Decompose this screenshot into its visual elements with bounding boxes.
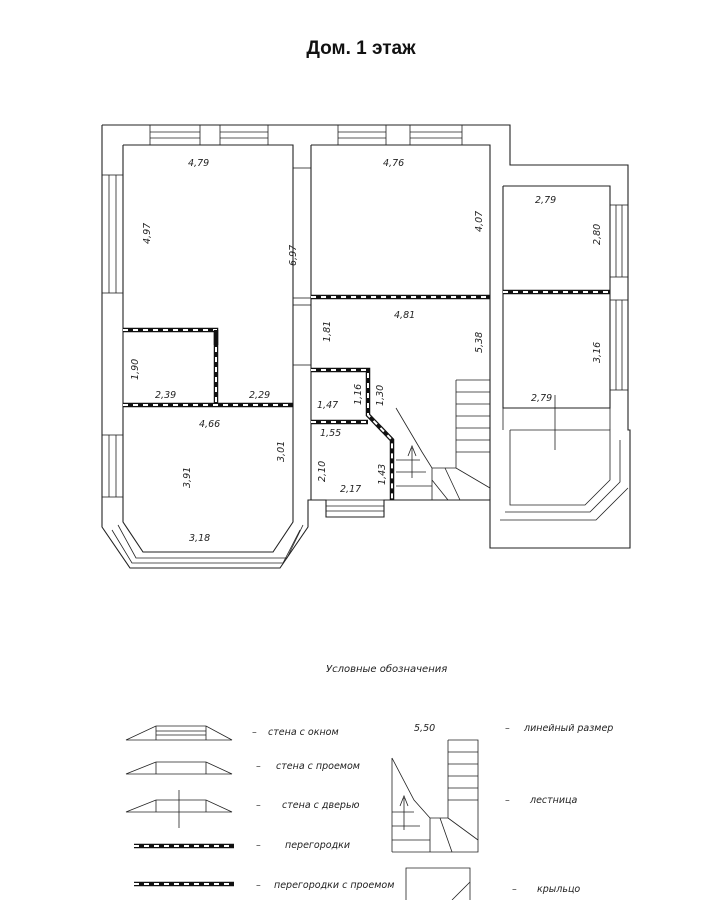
dim-label: 3,01 bbox=[276, 441, 287, 462]
dim-label: 1,55 bbox=[320, 428, 341, 439]
dim-label: 4,07 bbox=[474, 211, 485, 232]
legend-dash: – bbox=[505, 795, 510, 806]
legend-dash: – bbox=[512, 884, 517, 895]
dim-label: 4,76 bbox=[383, 158, 404, 169]
legend-dash: – bbox=[256, 761, 261, 772]
dim-label: 2,39 bbox=[155, 390, 176, 401]
dim-label: 2,79 bbox=[531, 393, 552, 404]
dim-label: 1,43 bbox=[377, 464, 388, 485]
dimension-labels: 4,79 4,97 6,97 4,76 4,07 2,79 2,80 1,81 … bbox=[130, 158, 603, 544]
windows bbox=[101, 124, 629, 518]
dim-label: 1,30 bbox=[375, 385, 386, 406]
dim-label: 4,97 bbox=[142, 223, 153, 244]
dim-label: 1,90 bbox=[130, 359, 141, 380]
legend-stairs-symbol bbox=[391, 739, 479, 853]
legend-door-symbol bbox=[125, 790, 233, 828]
legend-label-door: стена с дверью bbox=[282, 800, 360, 811]
legend-window-symbol bbox=[125, 725, 233, 741]
dim-label: 3,91 bbox=[182, 467, 193, 488]
dim-label: 4,66 bbox=[199, 419, 220, 430]
legend-dash: – bbox=[252, 727, 257, 738]
dim-label: 2,10 bbox=[317, 461, 328, 482]
dim-label: 1,81 bbox=[322, 321, 333, 342]
legend-opening-symbol bbox=[125, 761, 233, 775]
dim-label: 1,16 bbox=[353, 384, 364, 405]
legend-label-linear-size: линейный размер bbox=[523, 723, 613, 734]
legend-size-sample: 5,50 bbox=[414, 723, 435, 734]
legend-label-opening: стена с проемом bbox=[276, 761, 360, 772]
dim-label: 6,97 bbox=[288, 245, 299, 266]
staircase bbox=[395, 379, 491, 501]
exterior-walls bbox=[101, 124, 631, 569]
dim-label: 2,17 bbox=[340, 484, 361, 495]
legend-dash: – bbox=[256, 880, 261, 891]
legend: Условные обозначения – стена с окном – с… bbox=[125, 663, 613, 900]
partitions bbox=[123, 289, 610, 500]
dim-label: 3,18 bbox=[189, 533, 210, 544]
dim-label: 2,80 bbox=[592, 224, 603, 245]
dim-label: 2,29 bbox=[249, 390, 270, 401]
page-title: Дом. 1 этаж bbox=[306, 38, 416, 59]
legend-dash: – bbox=[505, 723, 510, 734]
legend-dash: – bbox=[256, 840, 261, 851]
legend-porch-symbol bbox=[405, 867, 471, 900]
legend-label-stairs: лестница bbox=[529, 795, 578, 806]
legend-label-window: стена с окном bbox=[268, 727, 339, 738]
dim-label: 3,16 bbox=[592, 342, 603, 363]
legend-dash: – bbox=[256, 800, 261, 811]
legend-label-partition-opening: перегородки с проемом bbox=[274, 880, 394, 891]
legend-caption: Условные обозначения bbox=[326, 663, 447, 675]
dim-label: 1,47 bbox=[317, 400, 338, 411]
dim-label: 4,79 bbox=[188, 158, 209, 169]
legend-label-partition: перегородки bbox=[285, 840, 350, 851]
legend-label-porch: крыльцо bbox=[537, 884, 580, 895]
porch bbox=[500, 395, 629, 521]
dim-label: 2,79 bbox=[535, 195, 556, 206]
dim-label: 4,81 bbox=[394, 310, 415, 321]
dim-label: 5,38 bbox=[474, 332, 485, 353]
